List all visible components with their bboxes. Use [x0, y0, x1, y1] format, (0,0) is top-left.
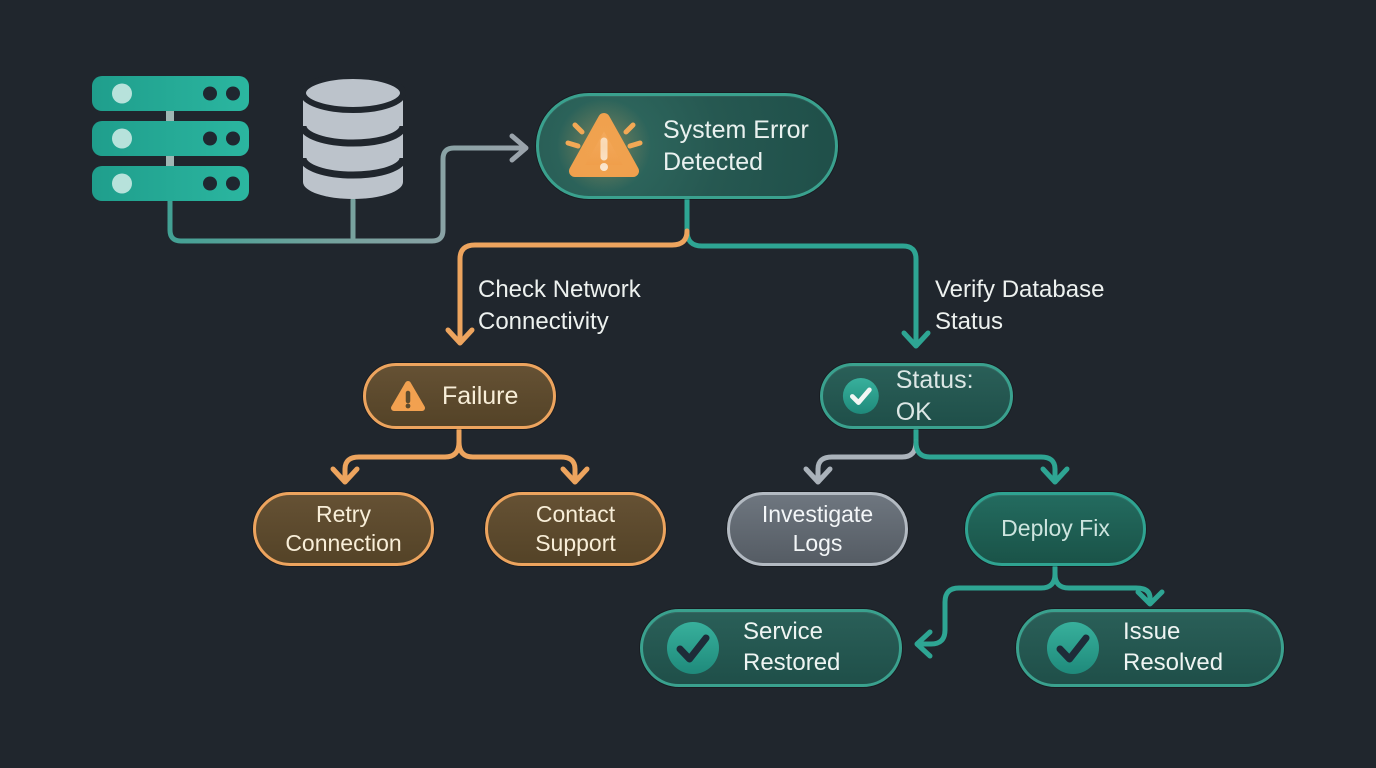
node-service-restored: Service Restored	[640, 609, 902, 687]
arrowhead-into-system-error	[509, 133, 529, 163]
node-label-line: Resolved	[1123, 649, 1224, 676]
node-label-line: Retry	[316, 500, 371, 527]
node-label: Status: OK	[895, 366, 974, 426]
edge-failure-to-contact	[456, 439, 578, 479]
node-label-line: System Error	[663, 116, 809, 144]
edge-status-ok-to-investigate	[815, 439, 919, 479]
edge-label-line: Check Network	[478, 276, 641, 303]
edge-deploy-to-service	[916, 571, 1058, 647]
node-label-line: Service	[743, 618, 824, 646]
arrowhead-into-service	[914, 629, 933, 659]
node-label: Failure	[442, 382, 519, 410]
node-label-line: Investigate	[761, 500, 874, 527]
node-investigate-logs: Investigate Logs	[727, 492, 908, 566]
warning-alert-icon	[555, 97, 653, 195]
edge-failure-to-retry	[342, 439, 462, 479]
node-label-line: Support	[535, 530, 616, 556]
node-label: Deploy Fix	[1001, 515, 1110, 542]
node-contact-support: Contact Support	[485, 492, 666, 566]
arrowhead-into-deploy	[1040, 466, 1070, 485]
edge-status-ok-to-deploy	[913, 439, 1058, 479]
node-issue-resolved: Issue Resolved	[1016, 609, 1284, 687]
edge-label-check-network: Check Network Connectivity	[478, 274, 641, 339]
node-system-error-detected: System Error Detected	[536, 93, 838, 199]
arrowhead-into-failure	[445, 327, 475, 346]
edge-deploy-to-issue	[1052, 571, 1153, 602]
edge-sources-to-system-error	[167, 145, 523, 244]
edge-label-line: Connectivity	[478, 308, 609, 336]
node-status-ok: Status: OK	[820, 363, 1013, 429]
edge-label-line: Verify Database	[935, 276, 1105, 303]
edge-label-line: Status	[935, 308, 1004, 336]
edge-system-error-to-failure	[457, 228, 690, 340]
node-label-line: Connection	[285, 530, 402, 556]
arrowhead-into-issue	[1135, 589, 1165, 607]
arrowhead-into-contact	[560, 466, 590, 485]
edge-label-verify-database: Verify Database Status	[935, 274, 1104, 339]
check-icon	[1047, 622, 1099, 674]
arrowhead-into-retry	[330, 466, 360, 485]
arrowhead-into-investigate	[803, 466, 833, 485]
node-label-line: Contact	[535, 500, 616, 527]
database-icon	[299, 73, 407, 199]
node-label-line: Detected	[663, 148, 764, 176]
node-label-line: Restored	[743, 649, 841, 676]
server-rack-icon	[92, 76, 249, 201]
check-icon	[842, 378, 879, 414]
node-label-line: Issue	[1123, 618, 1181, 646]
node-failure: Failure	[363, 363, 556, 429]
warning-icon	[391, 381, 425, 411]
node-label-line: Logs	[792, 530, 843, 556]
check-icon	[667, 622, 719, 674]
node-retry-connection: Retry Connection	[253, 492, 434, 566]
arrowhead-into-status-ok	[901, 330, 931, 349]
node-deploy-fix: Deploy Fix	[965, 492, 1146, 566]
edge-system-error-to-status-ok	[684, 228, 919, 343]
